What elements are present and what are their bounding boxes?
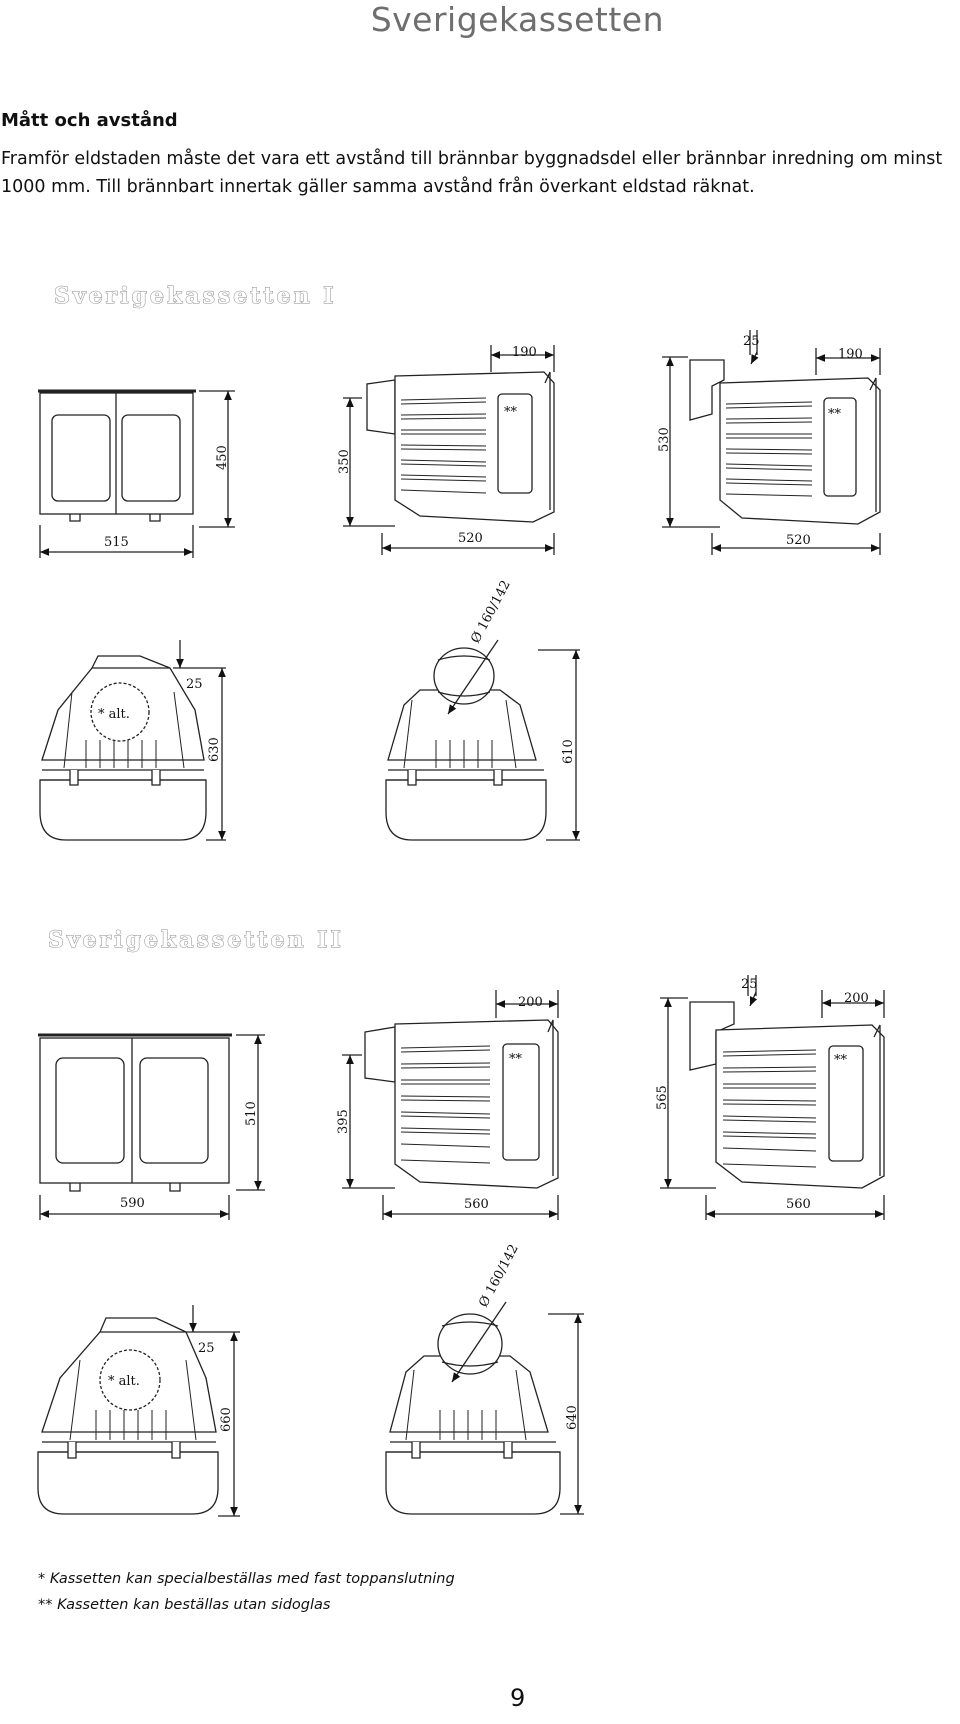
dim-duct-offset-1: 25 xyxy=(743,334,760,349)
dim-duct-depth-2: 560 xyxy=(786,1197,811,1212)
top-round-view-1 xyxy=(385,639,580,841)
dim-round-diameter-1: Ø 160/142 xyxy=(468,578,514,646)
dim-front-height-1: 450 xyxy=(215,445,230,470)
dim-duct-height-2: 565 xyxy=(655,1085,670,1110)
dim-round-height-1: 610 xyxy=(561,739,576,764)
section-heading: Mått och avstånd xyxy=(1,110,178,131)
model-heading-2: Sverigekassetten II xyxy=(48,927,344,954)
footnotes: * Kassetten kan specialbeställas med fas… xyxy=(38,1566,455,1618)
side-duct-view-2 xyxy=(660,975,885,1220)
dim-front-width-2: 590 xyxy=(120,1196,145,1211)
side-view-2 xyxy=(342,990,559,1220)
dim-alt-offset-2: 25 xyxy=(198,1341,215,1356)
dim-side-top-2: 200 xyxy=(518,995,543,1010)
dim-side-height-1: 350 xyxy=(337,449,352,474)
footnote-1: * Kassetten kan specialbeställas med fas… xyxy=(38,1571,455,1587)
dim-front-height-2: 510 xyxy=(244,1101,259,1126)
page-title: Sverigekassetten xyxy=(370,0,664,39)
top-round-view-2 xyxy=(385,1301,584,1515)
label-alt-1: * alt. xyxy=(98,707,130,722)
model-heading-1: Sverigekassetten I xyxy=(54,283,337,310)
mark-side-1: ** xyxy=(504,405,518,420)
front-view-2 xyxy=(38,1033,265,1220)
dim-front-width-1: 515 xyxy=(104,535,129,550)
footnote-2: ** Kassetten kan beställas utan sidoglas xyxy=(38,1597,331,1613)
dim-alt-height-1: 630 xyxy=(207,737,222,762)
label-alt-2: * alt. xyxy=(108,1374,140,1389)
dim-alt-offset-1: 25 xyxy=(186,677,203,692)
page-number: 9 xyxy=(510,1684,526,1712)
mark-duct-1: ** xyxy=(828,407,842,422)
dim-duct-offset-2: 25 xyxy=(741,977,758,992)
intro-paragraph: Framför eldstaden måste det vara ett avs… xyxy=(1,149,943,197)
dim-round-diameter-2: Ø 160/142 xyxy=(476,1242,522,1310)
front-view-1 xyxy=(38,389,235,558)
dim-side-depth-1: 520 xyxy=(458,531,483,546)
dim-duct-top-1: 190 xyxy=(838,347,863,362)
dim-side-top-1: 190 xyxy=(512,345,537,360)
mark-duct-2: ** xyxy=(834,1053,848,1068)
dim-duct-depth-1: 520 xyxy=(786,533,811,548)
dim-alt-height-2: 660 xyxy=(219,1407,234,1432)
dim-round-height-2: 640 xyxy=(565,1405,580,1430)
side-view-1 xyxy=(343,345,555,555)
dim-duct-height-1: 530 xyxy=(657,427,672,452)
mark-side-2: ** xyxy=(509,1052,523,1067)
side-duct-view-1 xyxy=(662,330,881,555)
dim-side-depth-2: 560 xyxy=(464,1197,489,1212)
dim-side-height-2: 395 xyxy=(336,1109,351,1134)
top-alt-view-1 xyxy=(39,640,226,841)
top-alt-view-2 xyxy=(37,1305,240,1517)
dim-duct-top-2: 200 xyxy=(844,991,869,1006)
